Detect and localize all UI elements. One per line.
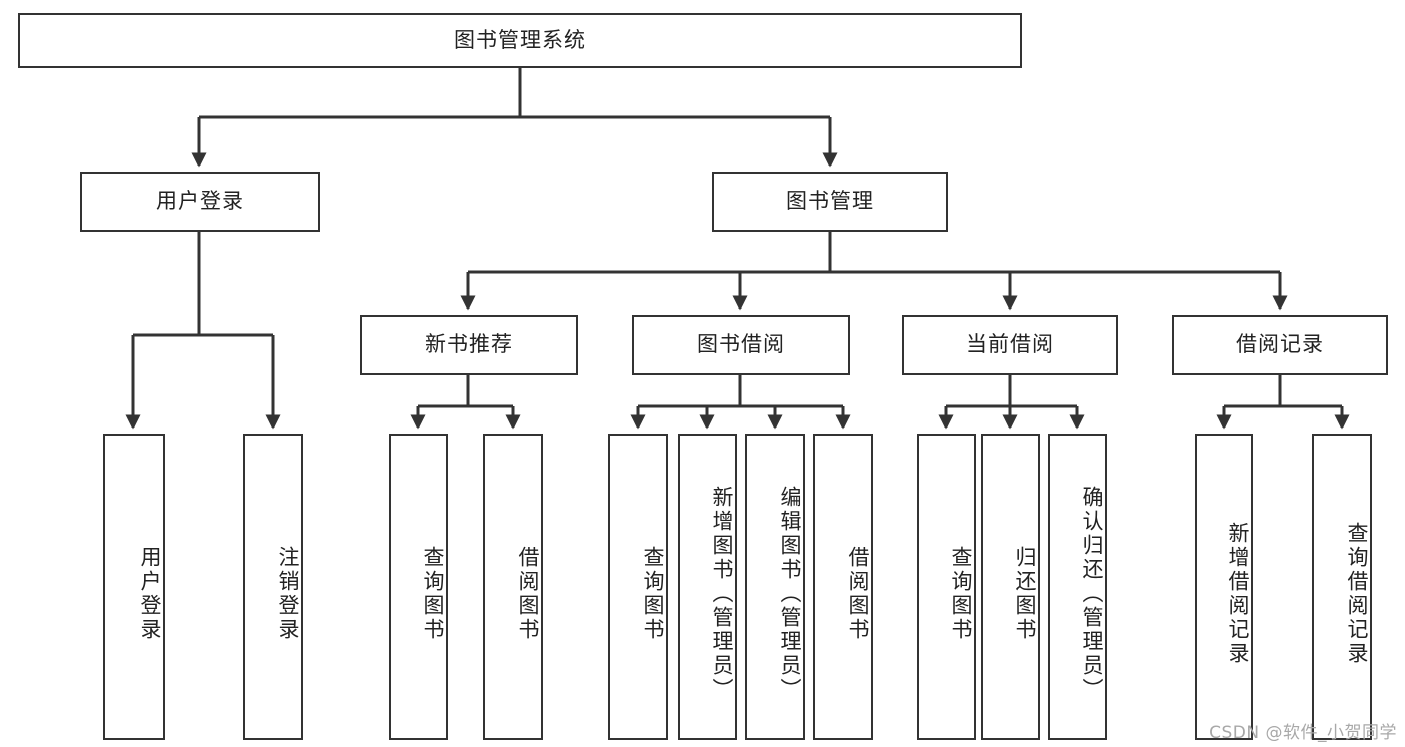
node-current-borrow-label: 当前借阅 [966,332,1054,357]
leaf-add-book-admin-label: 新增图书（管理员） [710,486,734,702]
leaf-user-login-label: 用户登录 [138,546,162,642]
leaf-return-book[interactable]: 归还图书 [981,434,1040,740]
leaf-add-book-admin[interactable]: 新增图书（管理员） [678,434,737,740]
node-current-borrow[interactable]: 当前借阅 [902,315,1118,375]
leaf-query-book-current[interactable]: 查询图书 [917,434,976,740]
leaf-confirm-return-admin[interactable]: 确认归还（管理员） [1048,434,1107,740]
watermark: CSDN @软件_小贺同学 [1209,723,1397,743]
leaf-borrow-book-rec-label: 借阅图书 [516,546,540,642]
leaf-add-borrow-record-label: 新增借阅记录 [1226,522,1250,666]
leaf-borrow-book-rec[interactable]: 借阅图书 [483,434,543,740]
leaf-edit-book-admin-label: 编辑图书（管理员） [778,486,802,702]
node-user-login-label: 用户登录 [156,189,244,214]
leaf-add-borrow-record[interactable]: 新增借阅记录 [1195,434,1253,740]
node-user-login[interactable]: 用户登录 [80,172,320,232]
node-root[interactable]: 图书管理系统 [18,13,1022,68]
leaf-borrow-book-label: 借阅图书 [846,546,870,642]
node-root-label: 图书管理系统 [454,27,586,52]
leaf-query-borrow-record[interactable]: 查询借阅记录 [1312,434,1372,740]
leaf-query-book-rec-label: 查询图书 [421,546,445,642]
node-new-book-rec-label: 新书推荐 [425,332,513,357]
leaf-confirm-return-admin-label: 确认归还（管理员） [1080,486,1104,702]
node-book-borrow[interactable]: 图书借阅 [632,315,850,375]
node-borrow-record[interactable]: 借阅记录 [1172,315,1388,375]
node-book-borrow-label: 图书借阅 [697,332,785,357]
leaf-query-book-current-label: 查询图书 [949,546,973,642]
leaf-edit-book-admin[interactable]: 编辑图书（管理员） [745,434,805,740]
leaf-query-book-borrow[interactable]: 查询图书 [608,434,668,740]
leaf-query-borrow-record-label: 查询借阅记录 [1345,522,1369,666]
leaf-query-book-borrow-label: 查询图书 [641,546,665,642]
leaf-query-book-rec[interactable]: 查询图书 [389,434,448,740]
leaf-borrow-book[interactable]: 借阅图书 [813,434,873,740]
leaf-user-logout[interactable]: 注销登录 [243,434,303,740]
node-book-manage-label: 图书管理 [786,189,874,214]
node-borrow-record-label: 借阅记录 [1236,332,1324,357]
node-book-manage[interactable]: 图书管理 [712,172,948,232]
leaf-return-book-label: 归还图书 [1013,546,1037,642]
node-new-book-rec[interactable]: 新书推荐 [360,315,578,375]
leaf-user-login[interactable]: 用户登录 [103,434,165,740]
leaf-user-logout-label: 注销登录 [276,546,300,642]
